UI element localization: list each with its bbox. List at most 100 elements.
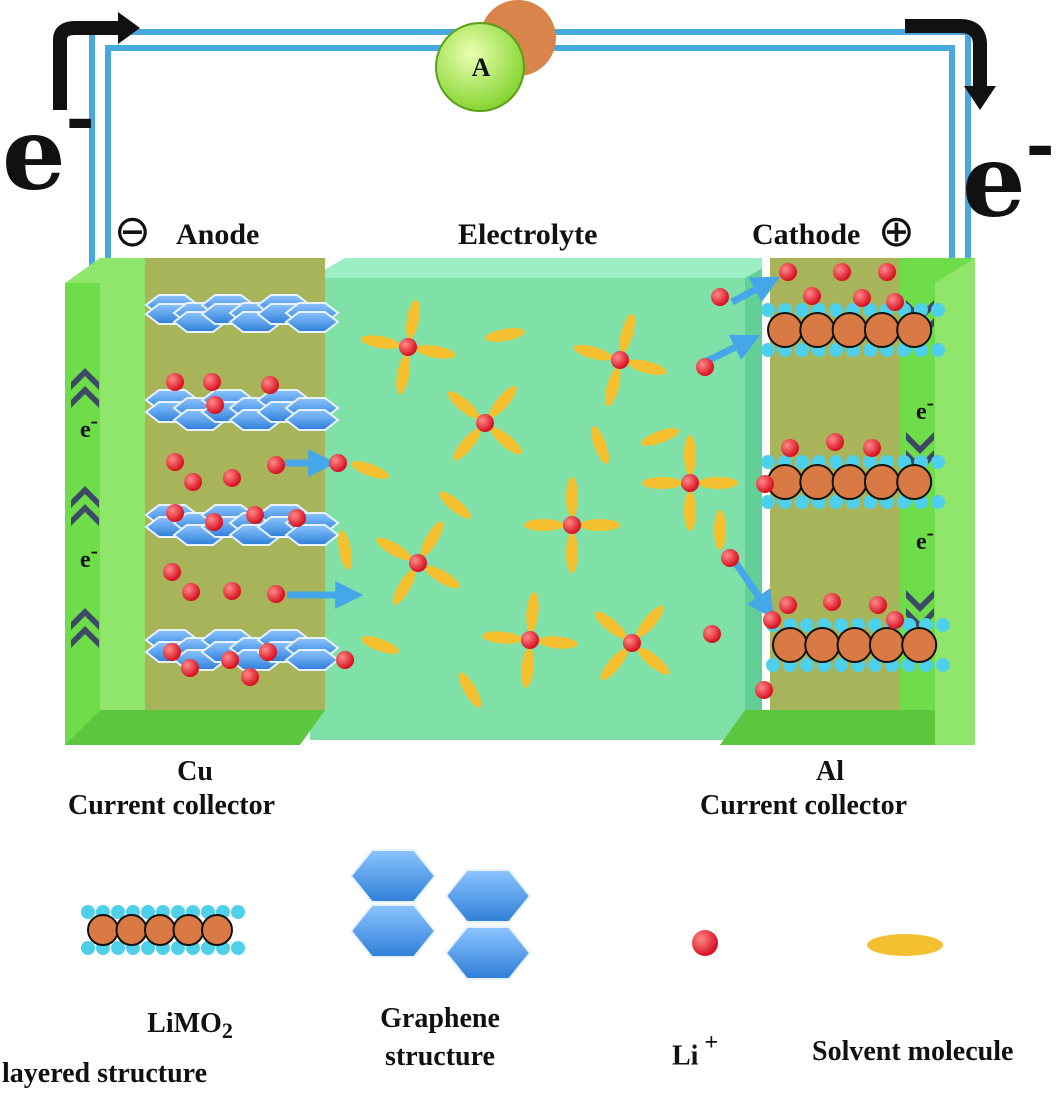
li-ion — [203, 373, 221, 391]
legend-graphics — [81, 849, 943, 980]
oxygen-atom — [795, 343, 809, 357]
metal-oxide-atom — [896, 464, 933, 500]
solvent-molecule — [636, 605, 664, 638]
legend-li-main: Li — [672, 1040, 699, 1072]
li-ion — [681, 474, 699, 492]
legend-limo2-label: LiMO2 — [60, 1010, 320, 1042]
collector-electron-label: e- — [80, 410, 98, 443]
solvent-molecule — [524, 519, 564, 531]
li-ion — [267, 585, 285, 603]
legend-limo2-main: LiMO — [147, 1008, 222, 1039]
cathode-label: Cathode — [752, 218, 861, 251]
oxygen-atom — [868, 618, 882, 632]
li-ion — [781, 439, 799, 457]
oxygen-atom — [761, 455, 775, 469]
solvent-molecule — [591, 426, 609, 464]
metal-oxide-atom — [201, 914, 233, 946]
electron-label-right: e- — [962, 110, 1055, 231]
li-ion — [521, 631, 539, 649]
metal-oxide-atom — [836, 627, 873, 663]
metal-oxide-atom — [901, 627, 938, 663]
li-ion — [833, 263, 851, 281]
graphene-hexagon — [444, 926, 532, 980]
electron-charge: - — [926, 390, 934, 415]
li-ion — [696, 358, 714, 376]
oxygen-atom — [863, 303, 877, 317]
li-ion — [223, 582, 241, 600]
solvent-molecule — [619, 313, 636, 353]
metal-oxide-atom — [868, 627, 905, 663]
li-ion — [623, 634, 641, 652]
oxygen-atom — [868, 658, 882, 672]
electrolyte-region — [310, 258, 780, 740]
li-ion — [611, 351, 629, 369]
legend-solvent-label: Solvent molecule — [812, 1036, 1014, 1067]
solvent-molecule — [637, 647, 670, 675]
solvent-molecule — [641, 428, 679, 446]
negative-terminal-sign: ⊖ — [114, 206, 151, 257]
cu-collector-label: Current collector — [68, 790, 276, 821]
li-ion — [399, 338, 417, 356]
graphene-hexagon — [284, 649, 340, 671]
metal-oxide-atom — [863, 312, 900, 348]
li-ion — [756, 475, 774, 493]
solvent-molecule — [415, 345, 456, 359]
oxygen-atom — [795, 495, 809, 509]
graphene-hexagon — [284, 409, 340, 431]
solvent-molecule — [604, 367, 621, 407]
oxygen-atom — [81, 941, 95, 955]
oxygen-atom — [761, 343, 775, 357]
oxygen-atom — [761, 495, 775, 509]
solvent-molecule — [566, 533, 578, 573]
solvent-molecule — [698, 477, 738, 489]
li-ion — [261, 376, 279, 394]
oxygen-atom — [171, 941, 185, 955]
legend-graphene-line2: structure — [385, 1041, 495, 1072]
solvent-molecule — [360, 335, 401, 349]
li-ion — [241, 668, 259, 686]
legend-li-ion — [692, 930, 718, 956]
solvent-molecule — [447, 391, 480, 419]
oxygen-atom — [863, 455, 877, 469]
metal-oxide-atom — [831, 312, 868, 348]
electron-charge: - — [65, 76, 95, 159]
solvent-molecule — [453, 428, 481, 461]
li-ion — [259, 643, 277, 661]
oxygen-atom — [171, 905, 185, 919]
electron-charge: - — [90, 538, 98, 563]
metal-oxide-atom — [115, 914, 148, 946]
electron-flow-arrow-left — [53, 12, 140, 110]
metal-oxide-atom — [772, 627, 808, 663]
li-ion — [863, 439, 881, 457]
li-ion — [826, 433, 844, 451]
solvent-molecule — [573, 344, 613, 361]
legend-limo2-sub: 2 — [221, 1018, 233, 1043]
li-ion — [803, 287, 821, 305]
li-ion — [206, 396, 224, 414]
ammeter — [435, 0, 556, 112]
li-ion — [779, 596, 797, 614]
li-ion — [246, 506, 264, 524]
oxygen-atom — [795, 303, 809, 317]
electron-charge: - — [926, 520, 934, 545]
oxygen-atom — [863, 343, 877, 357]
li-ion — [755, 681, 773, 699]
li-ion — [205, 513, 223, 531]
graphene-hexagon — [284, 311, 340, 333]
metal-oxide-atom — [896, 312, 933, 348]
chevron-up-icon — [71, 626, 99, 648]
oxygen-atom — [795, 455, 809, 469]
li-ion — [166, 453, 184, 471]
solvent-molecule — [684, 491, 696, 531]
solvent-molecule — [566, 477, 578, 517]
oxygen-atom — [800, 618, 814, 632]
al-label: Al — [816, 756, 844, 787]
graphene-hexagon — [444, 869, 532, 923]
oxygen-atom — [834, 618, 848, 632]
oxygen-atom — [231, 905, 245, 919]
solvent-molecule — [490, 427, 523, 455]
li-ion — [869, 596, 887, 614]
oxygen-atom — [931, 455, 945, 469]
metal-oxide-atom — [799, 312, 836, 348]
